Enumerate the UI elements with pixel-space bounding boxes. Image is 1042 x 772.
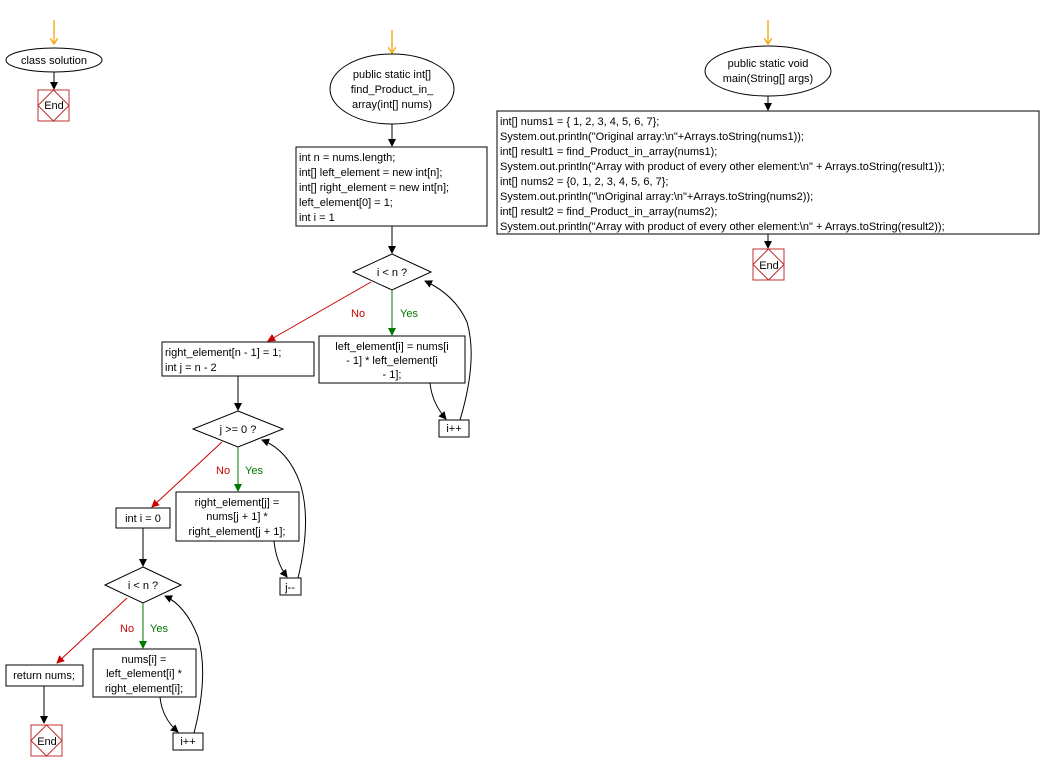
init-line: int n = nums.length; [299,152,395,164]
main-body-line: int[] nums1 = { 1, 2, 3, 4, 5, 6, 7}; [500,116,659,128]
loop-2-body [175,491,300,542]
main-body-line: System.out.println("\nOriginal array:\n"… [500,191,813,203]
loop-1-increment [438,419,470,438]
init-line: int[] right_element = new int[n]; [299,182,449,194]
main-body-line: System.out.println("Array with product o… [500,221,945,233]
start-node-line: array(int[] nums) [352,99,432,111]
no-label: No [351,308,365,320]
loop-back-edge [424,280,472,421]
after-loop-1-block [161,341,315,377]
main-body-line: int[] result2 = find_Product_in_array(nu… [500,206,717,218]
loop-2-body-line: right_element[j] = [195,497,280,509]
main-body-line: int[] nums2 = {0, 1, 2, 3, 4, 5, 6, 7}; [500,176,668,188]
loop-3-increment [172,732,204,751]
start-node [704,45,832,97]
end-node-label: End [37,736,57,748]
loop-2-body-line: nums[j + 1] * [206,511,268,523]
loop-3-body-line: left_element[i] * [106,668,183,680]
loop-1-body-line: - 1] * left_element[i [346,355,438,367]
init-line: int i = 1 [299,212,335,224]
return-label: return nums; [13,670,75,682]
loop-1-body-line: - 1]; [383,369,402,381]
edge [159,696,179,733]
end-node: End [37,89,70,122]
flow-find-product: public static int[] find_Product_in_ arr… [5,30,488,757]
no-label: No [120,623,134,635]
yes-label: Yes [150,623,168,635]
start-node-line: public static int[] [353,69,431,81]
no-edge [56,597,128,664]
main-body-line: int[] result1 = find_Product_in_array(nu… [500,146,717,158]
end-node: End [752,248,785,281]
yes-label: Yes [245,465,263,477]
end-node-label: End [44,100,64,112]
main-body-line: System.out.println("Original array:\n"+A… [500,131,804,143]
end-node-label: End [759,260,779,272]
loop-back-edge [261,438,306,579]
flow-class-solution: class solution End [5,20,103,122]
init-line: int[] left_element = new int[n]; [299,167,442,179]
condition-1-label: i < n ? [377,267,407,279]
no-edge [151,441,223,508]
edge [429,382,447,420]
loop-1-body-line: left_element[i] = nums[i [335,341,448,353]
yes-label: Yes [400,308,418,320]
no-label: No [216,465,230,477]
end-node: End [30,724,63,757]
loop-3-body-line: right_element[i]; [105,683,183,695]
flow-main: public static void main(String[] args) i… [496,20,1040,281]
init-i-label: int i = 0 [125,513,161,525]
loop-1-body [318,335,466,384]
edge [273,540,288,578]
loop-1-increment-label: i++ [446,423,461,435]
main-body-line: System.out.println("Array with product o… [500,161,945,173]
after-loop-1-line: right_element[n - 1] = 1; [165,347,281,359]
loop-back-edge [164,595,204,734]
loop-3-increment-label: i++ [180,736,195,748]
loop-2-decrement [279,577,302,596]
loop-2-decrement-label: j-- [284,582,295,594]
no-edge [267,281,372,342]
main-body-block [496,110,1040,235]
start-node-line: main(String[] args) [723,73,813,85]
start-node-label: class solution [21,55,87,67]
loop-2-body-line: right_element[j + 1]; [189,526,286,538]
init-block [295,146,488,227]
loop-3-body-line: nums[i] = [122,654,167,666]
start-node-line: find_Product_in_ [351,84,434,96]
loop-3-body [92,648,197,698]
after-loop-1-line: int j = n - 2 [165,362,217,374]
start-node-line: public static void [728,58,809,70]
condition-3-label: i < n ? [128,580,158,592]
init-line: left_element[0] = 1; [299,197,393,209]
condition-2-label: j >= 0 ? [219,424,257,436]
